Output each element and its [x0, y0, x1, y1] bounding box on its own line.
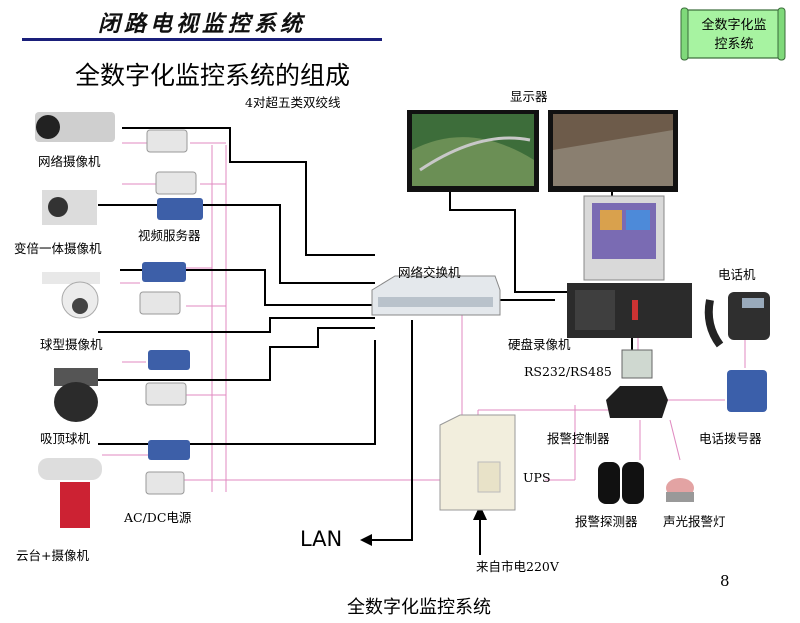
phone-device [704, 292, 770, 348]
lan-label: LAN [300, 527, 343, 551]
ups-device [439, 414, 516, 511]
header-title: 闭路电视监控系统 [98, 11, 307, 37]
serial-label: RS232/RS485 [524, 364, 612, 379]
monitor-left [407, 110, 539, 192]
detector-device-1 [598, 462, 620, 504]
power-in-label: 来自市电220V [476, 559, 559, 574]
camera-label-2: 变倍一体摄像机 [14, 241, 102, 256]
network-switch-device [371, 275, 501, 316]
strobe-label: 声光报警灯 [663, 514, 726, 529]
footer-title: 全数字化监控系统 [347, 597, 491, 618]
detector-device-2 [622, 462, 644, 504]
camera-label-1: 网络摄像机 [38, 154, 101, 169]
camera-ptz [38, 458, 102, 528]
scroll-icon [680, 7, 786, 61]
main-title: 全数字化监控系统的组成 [75, 61, 351, 90]
data-cables [98, 127, 633, 555]
cable-label: 4对超五类双绞线 [245, 95, 341, 110]
camera-label-4: 吸顶球机 [40, 431, 91, 446]
camera-label-3: 球型摄像机 [40, 337, 103, 352]
alarm-controller-label: 报警控制器 [547, 431, 610, 446]
badge-line1: 全数字化监 [701, 18, 767, 33]
phone-label: 电话机 [718, 267, 756, 282]
dialer-device [727, 370, 767, 412]
camera-network [35, 112, 115, 142]
camera-ceiling-dome [54, 368, 98, 422]
switch-label: 网络交换机 [398, 265, 461, 280]
camera-label-5: 云台+摄像机 [16, 548, 89, 563]
ups-label: UPS [523, 470, 551, 485]
alarm-controller-device [606, 386, 668, 418]
badge-line2: 控系统 [714, 37, 754, 52]
camera-dome [42, 272, 100, 319]
video-server-label: 视频服务器 [138, 228, 201, 243]
power-lines [102, 142, 746, 492]
camera-zoom [42, 190, 97, 225]
dvr-device [567, 195, 692, 338]
video-servers [142, 198, 203, 460]
detector-label: 报警探测器 [575, 514, 638, 529]
header-rule [22, 38, 382, 41]
baluns [139, 129, 197, 495]
lan-arrow [360, 534, 372, 546]
dialer-label: 电话拨号器 [699, 431, 762, 446]
serial-converter-device [621, 349, 653, 379]
power-arrow [473, 505, 487, 520]
ac-dc-label: AC/DC电源 [124, 510, 192, 525]
dvr-label: 硬盘录像机 [508, 337, 571, 352]
page-number: 8 [720, 572, 730, 590]
strobe-device [666, 478, 694, 502]
monitor-label: 显示器 [510, 89, 548, 104]
scroll-badge[interactable]: 全数字化监控系统 [679, 6, 787, 62]
monitor-right [548, 110, 678, 192]
